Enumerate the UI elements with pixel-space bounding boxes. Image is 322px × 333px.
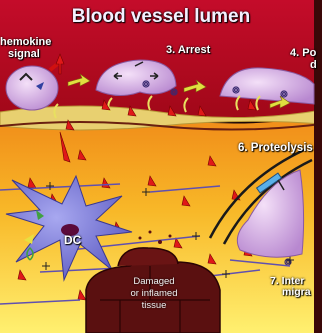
diagram-title: Blood vessel lumen <box>0 6 322 28</box>
label-damaged-tissue: Damaged or inflamed tissue <box>110 276 198 312</box>
label-step7-line2: migra <box>270 287 311 298</box>
label-chemokine-signal: hemokine signal <box>0 36 51 60</box>
label-chemokine-line2: signal <box>0 48 51 60</box>
label-step4: 4. Po d <box>290 47 317 71</box>
label-arrest: 3. Arrest <box>166 44 210 56</box>
label-tissue-line1: Damaged <box>110 276 198 288</box>
label-step4-line2: d <box>290 59 317 71</box>
label-tissue-line3: tissue <box>110 300 198 312</box>
label-step7: 7. Inter migra <box>270 276 311 298</box>
label-dc: DC <box>64 234 81 246</box>
label-proteolysis: 6. Proteolysis <box>238 142 313 154</box>
label-chemokine-line1: hemokine <box>0 36 51 48</box>
label-tissue-line2: or inflamed <box>110 288 198 300</box>
label-step4-line1: 4. Po <box>290 47 317 59</box>
